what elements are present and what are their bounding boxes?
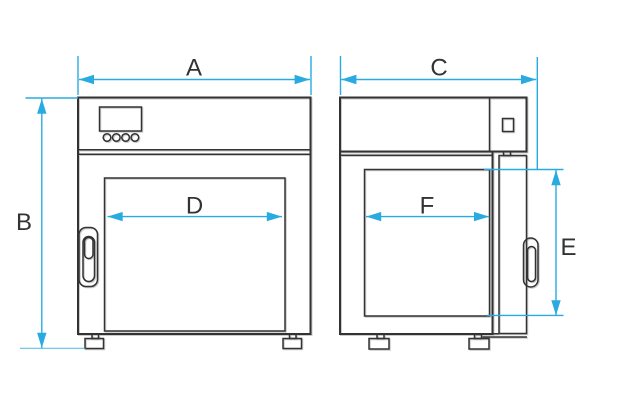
leveling-foot	[468, 337, 490, 350]
handle-outer	[78, 226, 99, 288]
dimension-a: A	[77, 55, 312, 95]
dimension-b: B	[16, 97, 86, 349]
side-door	[498, 154, 528, 335]
front-view	[77, 96, 312, 350]
side-feet	[368, 333, 490, 350]
arrowhead-right-icon	[266, 211, 282, 222]
control-knob	[130, 132, 140, 143]
arrowhead-right-icon	[521, 74, 537, 85]
handle-button	[83, 236, 94, 260]
power-switch	[501, 117, 515, 133]
dimension-annotations: A B C D	[16, 55, 577, 349]
side-door-handle	[522, 237, 539, 288]
arrowhead-right-icon	[294, 74, 310, 85]
handle-lever	[82, 235, 96, 283]
front-door-handle	[78, 226, 99, 288]
arrowhead-up-icon	[37, 98, 47, 114]
control-knob	[102, 132, 112, 143]
front-feet	[84, 333, 303, 350]
arrowhead-left-icon	[341, 74, 357, 85]
dimension-f-label: F	[420, 193, 435, 220]
dimension-c: C	[339, 55, 538, 170]
control-knob	[111, 132, 121, 143]
front-cabinet-outline	[77, 96, 312, 335]
side-top-section	[339, 96, 528, 153]
arrowhead-down-icon	[37, 332, 47, 348]
leveling-foot	[282, 337, 303, 350]
handle-outer	[522, 237, 539, 288]
side-body-outline	[339, 150, 494, 335]
dimension-f: F	[366, 193, 490, 222]
handle-lever	[526, 245, 537, 283]
side-chamber-window	[363, 168, 491, 317]
arrowhead-left-icon	[78, 74, 94, 85]
dimension-e-label: E	[560, 234, 576, 261]
control-knob	[121, 132, 131, 143]
arrowhead-right-icon	[474, 211, 490, 222]
front-door-window	[103, 177, 286, 332]
leveling-foot	[84, 337, 105, 350]
dimension-e: E	[484, 168, 577, 317]
side-view	[339, 96, 539, 350]
arrowhead-left-icon	[107, 211, 123, 222]
arrowhead-up-icon	[551, 170, 561, 186]
leveling-foot	[368, 337, 390, 350]
door-hinge	[502, 150, 512, 157]
control-panel	[98, 106, 143, 132]
dimension-b-label: B	[16, 209, 32, 236]
control-knobs	[102, 132, 140, 143]
arrowhead-down-icon	[551, 300, 561, 316]
dimension-d: D	[107, 193, 282, 222]
dimension-c-label: C	[430, 55, 447, 82]
dimension-d-label: D	[186, 193, 203, 220]
arrowhead-left-icon	[366, 211, 382, 222]
dimension-a-label: A	[186, 55, 202, 82]
